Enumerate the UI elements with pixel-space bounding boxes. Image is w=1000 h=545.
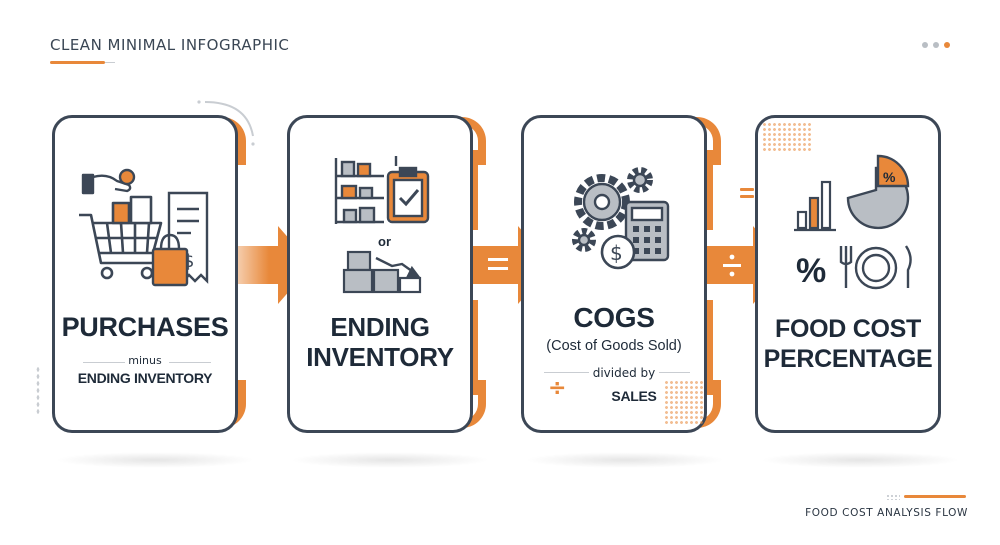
step-card-food-cost-percentage: % % FOOD COST PERCENTAGE xyxy=(755,115,941,433)
svg-text:$: $ xyxy=(183,251,194,272)
header-title: CLEAN MINIMAL INFOGRAPHIC xyxy=(50,36,290,54)
card-shadow xyxy=(525,452,725,468)
halftone-pattern xyxy=(762,122,812,152)
card-shadow xyxy=(290,452,490,468)
calculator-icon xyxy=(624,200,670,262)
halftone-pattern xyxy=(664,380,704,424)
shopping-cart-icon xyxy=(79,195,163,280)
divider xyxy=(83,362,125,363)
inventory-illustration: or xyxy=(334,156,430,294)
boxes-icon xyxy=(342,250,422,294)
pie-percent-label: % xyxy=(883,169,896,185)
shopping-bag-icon xyxy=(151,233,189,287)
step-title: PURCHASES xyxy=(61,312,229,342)
operand-label: SALES xyxy=(611,388,657,404)
shelf-icon xyxy=(334,158,384,224)
step-card-purchases: $ PURCHASES minus ENDING INVENTORY xyxy=(52,115,238,433)
connector-text: minus xyxy=(128,354,162,367)
side-dots xyxy=(36,366,40,416)
plate-cutlery-icon xyxy=(839,245,912,290)
accent-line xyxy=(470,150,478,230)
dollar-coin-icon: $ xyxy=(600,234,636,270)
divide-icon: ÷ xyxy=(548,376,567,401)
cogs-illustration: $ xyxy=(572,167,670,270)
accent-line xyxy=(705,150,713,230)
decorative-arc xyxy=(197,100,255,146)
dot xyxy=(922,42,928,48)
step-subtitle: ENDING INVENTORY xyxy=(77,370,213,386)
svg-text:$: $ xyxy=(610,241,623,265)
step-subtitle: (Cost of Goods Sold) xyxy=(546,338,682,354)
footer-accent-rule xyxy=(904,495,966,498)
connector-text: divided by xyxy=(534,366,714,380)
gears-icon xyxy=(572,167,653,252)
header-dots xyxy=(922,42,950,48)
step-title-line: ENDING xyxy=(330,312,430,342)
step-card-ending-inventory: or ENDING INVENTORY xyxy=(287,115,473,433)
step-card-cogs: $ COGS (Cost of Goods Sold) divided by ÷… xyxy=(521,115,707,433)
dot-accent xyxy=(944,42,950,48)
step-title: COGS xyxy=(573,302,655,333)
footer-label: FOOD COST ANALYSIS FLOW xyxy=(805,507,968,519)
step-title-line: INVENTORY xyxy=(306,342,454,372)
footer-dots xyxy=(886,494,900,500)
bar-chart-icon xyxy=(794,180,836,232)
step-title-line: FOOD COST xyxy=(775,315,921,343)
hand-coin-icon xyxy=(81,168,136,195)
accent-line xyxy=(470,300,478,395)
clipboard-check-icon xyxy=(386,156,430,224)
dot xyxy=(933,42,939,48)
card-shadow xyxy=(55,452,255,468)
divider xyxy=(169,362,211,363)
header-accent-rule xyxy=(50,61,105,64)
or-label: or xyxy=(378,234,391,249)
card-shadow xyxy=(760,452,960,468)
step-title: ENDING INVENTORY xyxy=(290,312,470,372)
step-title: FOOD COST PERCENTAGE xyxy=(758,314,938,374)
purchases-illustration: $ xyxy=(79,168,209,287)
accent-line xyxy=(705,300,713,395)
step-title-line: PERCENTAGE xyxy=(763,345,933,373)
pie-chart-icon: % xyxy=(846,154,910,230)
header-gray-rule xyxy=(105,62,115,63)
percentage-illustration: % % xyxy=(794,154,912,290)
equals-icon xyxy=(740,188,754,202)
connector-label: divided by xyxy=(588,366,660,380)
percent-icon: % xyxy=(796,252,826,290)
